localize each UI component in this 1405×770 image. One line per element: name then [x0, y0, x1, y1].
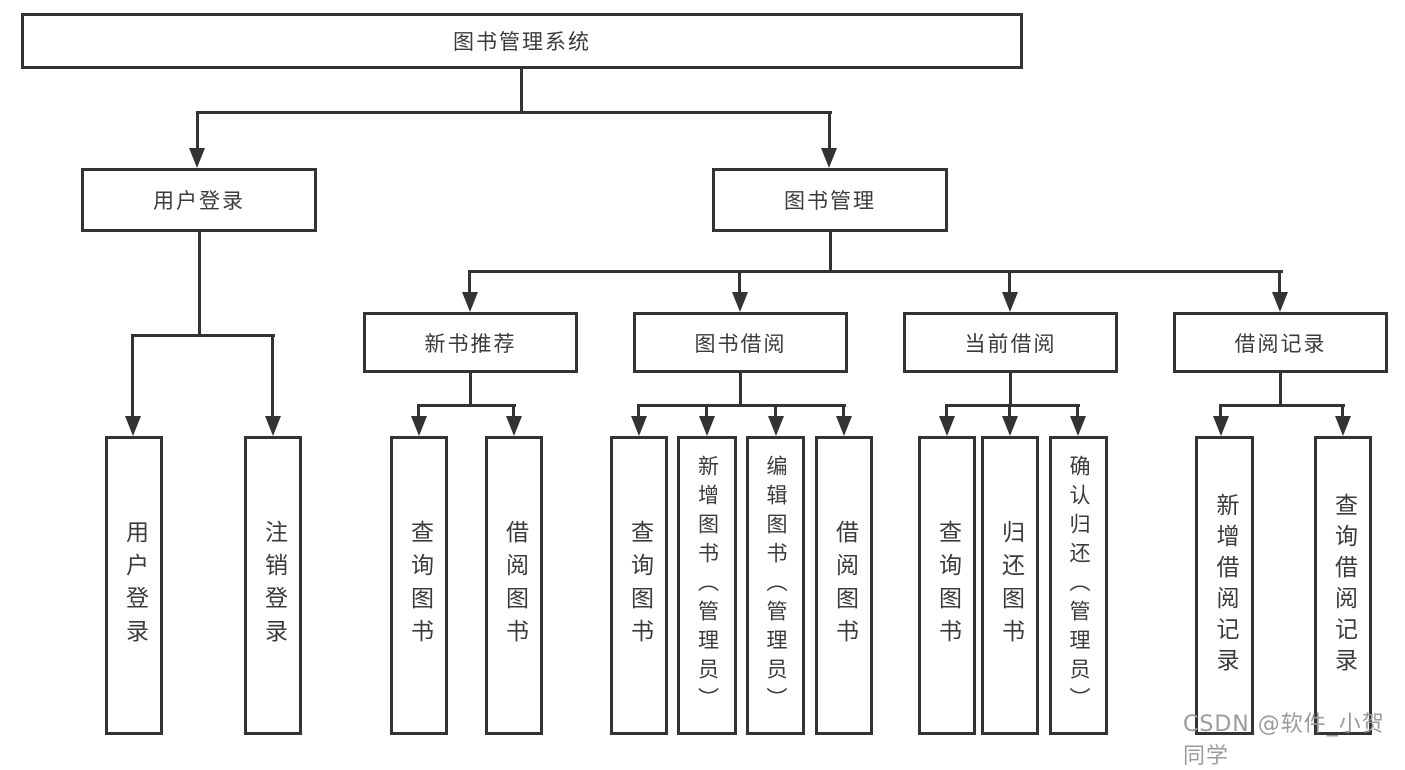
connector-root-right-shaft: [828, 111, 831, 151]
arrowhead-return-book: [1002, 416, 1018, 436]
connector-borrowing-leaf1-shaft: [637, 404, 640, 420]
node-book-management-label: 图书管理: [784, 189, 876, 213]
arrowhead-query-book-2: [631, 416, 647, 436]
node-borrowing-records: 借阅记录: [1173, 312, 1388, 373]
connector-newbooks-split: [418, 404, 516, 407]
arrowhead-add-borrow-record: [1213, 416, 1229, 436]
node-user-login-label: 用户登录: [153, 189, 245, 213]
diagram-canvas: { "diagram": { "type": "tree", "root": {…: [21, 13, 1388, 769]
leaf-borrow-book-2-label: 借阅图书: [831, 519, 858, 652]
arrowhead-logout-leaf: [265, 416, 281, 436]
node-root: 图书管理系统: [21, 13, 1023, 69]
node-book-borrowing: 图书借阅: [633, 312, 848, 373]
leaf-borrow-book-1-label: 借阅图书: [501, 519, 528, 652]
connector-newbooks-shaft: [468, 270, 471, 296]
connector-bookmgmt-stem: [829, 232, 832, 272]
leaf-add-borrow-record: 新增借阅记录: [1195, 436, 1254, 735]
arrowhead-query-book-3: [939, 416, 955, 436]
leaf-add-book-admin: 新增图书（管理员）: [677, 436, 737, 735]
connector-userlogin-leaf1-shaft: [131, 334, 134, 420]
connector-current-stem: [1009, 373, 1012, 406]
leaf-query-book-1: 查询图书: [390, 436, 448, 735]
connector-records-split: [1220, 404, 1345, 407]
leaf-query-book-3: 查询图书: [918, 436, 976, 735]
leaf-query-book-1-label: 查询图书: [406, 519, 433, 652]
connector-newbooks-leaf1-shaft: [417, 404, 420, 420]
leaf-edit-book-admin-label: 编辑图书（管理员）: [764, 455, 788, 716]
node-book-borrowing-label: 图书借阅: [694, 331, 787, 356]
node-new-book-recommend: 新书推荐: [363, 312, 578, 373]
node-current-borrowing-label: 当前借阅: [964, 331, 1057, 356]
leaf-return-book-label: 归还图书: [997, 519, 1024, 652]
leaf-query-borrow-record: 查询借阅记录: [1314, 436, 1372, 735]
node-user-login: 用户登录: [81, 168, 317, 232]
arrowhead-borrow-book-1: [506, 416, 522, 436]
connector-borrowing-leaf3-shaft: [774, 404, 777, 420]
arrowhead-query-book-1: [411, 416, 427, 436]
leaf-borrow-book-1: 借阅图书: [485, 436, 543, 735]
connector-borrowing-leaf4-shaft: [842, 404, 845, 420]
connector-root-split: [197, 111, 832, 114]
arrowhead-current-borrowing: [1002, 292, 1018, 312]
node-current-borrowing: 当前借阅: [903, 312, 1118, 373]
arrowhead-user-login: [189, 148, 205, 168]
connector-current-leaf3-shaft: [1076, 404, 1079, 420]
arrowhead-borrow-book-2: [836, 416, 852, 436]
arrowhead-new-book-recommend: [462, 292, 478, 312]
arrowhead-user-login-leaf: [125, 416, 141, 436]
leaf-query-book-2-label: 查询图书: [626, 519, 653, 652]
arrowhead-confirm-return-admin: [1070, 416, 1086, 436]
leaf-return-book: 归还图书: [981, 436, 1039, 735]
leaf-logout: 注销登录: [244, 436, 302, 735]
leaf-user-login: 用户登录: [105, 436, 163, 735]
connector-borrowing-leaf2-shaft: [705, 404, 708, 420]
node-new-book-recommend-label: 新书推荐: [424, 331, 517, 356]
leaf-borrow-book-2: 借阅图书: [815, 436, 873, 735]
arrowhead-query-borrow-record: [1335, 416, 1351, 436]
connector-userlogin-leaf2-shaft: [271, 334, 274, 420]
connector-bookmgmt-split: [469, 270, 1283, 273]
connector-root-left-shaft: [196, 111, 199, 151]
connector-records-leaf1-shaft: [1219, 404, 1222, 420]
arrowhead-book-management: [821, 148, 837, 168]
leaf-user-login-label: 用户登录: [121, 519, 148, 652]
leaf-edit-book-admin: 编辑图书（管理员）: [746, 436, 805, 735]
arrowhead-edit-book-admin: [768, 416, 784, 436]
connector-current-shaft: [1008, 270, 1011, 296]
leaf-confirm-return-admin-label: 确认归还（管理员）: [1067, 455, 1091, 716]
leaf-query-book-2: 查询图书: [610, 436, 668, 735]
connector-borrowing-shaft: [738, 270, 741, 296]
leaf-add-book-admin-label: 新增图书（管理员）: [695, 455, 720, 716]
arrowhead-book-borrowing: [732, 292, 748, 312]
connector-records-leaf2-shaft: [1341, 404, 1344, 420]
leaf-add-borrow-record-label: 新增借阅记录: [1212, 492, 1238, 679]
connector-root-stem: [520, 69, 523, 114]
arrowhead-add-book-admin: [699, 416, 715, 436]
leaf-confirm-return-admin: 确认归还（管理员）: [1049, 436, 1108, 735]
connector-current-leaf1-shaft: [945, 404, 948, 420]
connector-userlogin-split: [132, 334, 275, 337]
connector-newbooks-leaf2-shaft: [512, 404, 515, 420]
connector-current-leaf2-shaft: [1008, 404, 1011, 420]
leaf-logout-label: 注销登录: [260, 519, 287, 652]
connector-newbooks-stem: [469, 373, 472, 406]
watermark: CSDN @软件_小贺同学: [1183, 712, 1385, 769]
connector-borrowing-split: [638, 404, 846, 407]
leaf-query-borrow-record-label: 查询借阅记录: [1330, 492, 1357, 679]
connector-records-shaft: [1278, 270, 1281, 296]
connector-userlogin-stem: [198, 232, 201, 337]
node-book-management: 图书管理: [712, 168, 948, 232]
connector-records-stem: [1279, 373, 1282, 406]
leaf-query-book-3-label: 查询图书: [934, 519, 961, 652]
node-borrowing-records-label: 借阅记录: [1234, 331, 1327, 356]
connector-borrowing-stem: [739, 373, 742, 406]
connector-current-split: [946, 404, 1080, 407]
node-root-label: 图书管理系统: [453, 30, 591, 54]
arrowhead-borrowing-records: [1272, 292, 1288, 312]
